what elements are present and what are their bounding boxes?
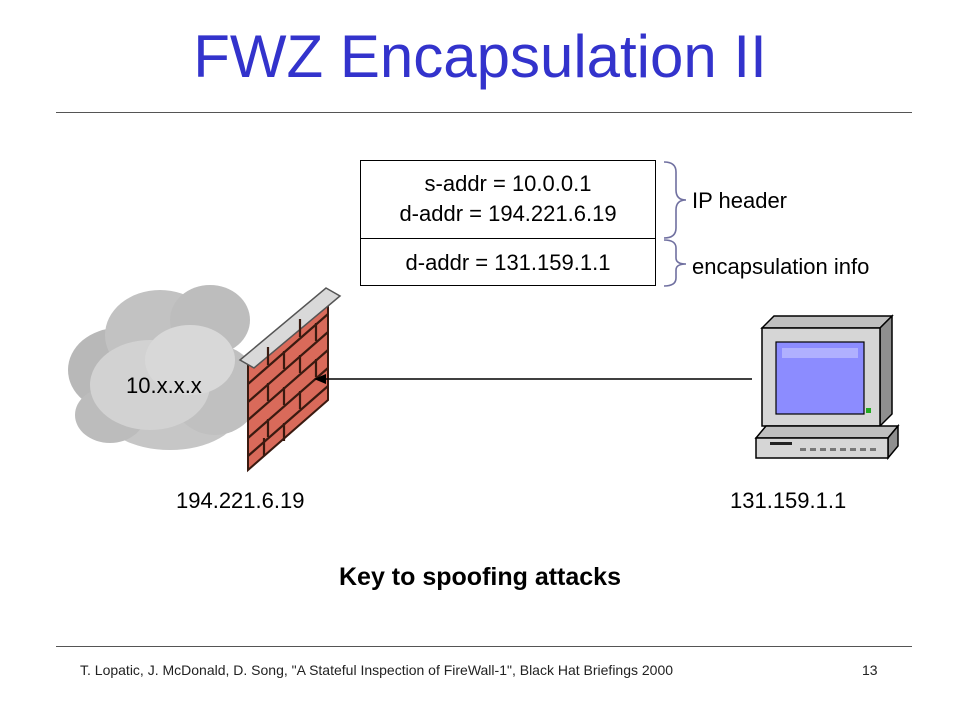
- ip-header-brace: [663, 161, 687, 239]
- host-address: 131.159.1.1: [730, 488, 847, 513]
- slide-title: FWZ Encapsulation II: [193, 23, 767, 90]
- destination-address-line: d-addr = 194.221.6.19: [399, 201, 617, 226]
- encapsulation-info-box: d-addr = 131.159.1.1: [405, 250, 611, 275]
- computer-icon: [754, 314, 900, 461]
- title-divider: [56, 112, 912, 113]
- encapsulation-brace: [663, 239, 687, 287]
- footer-citation: T. Lopatic, J. McDonald, D. Song, "A Sta…: [80, 662, 674, 678]
- internal-network-label: 10.x.x.x: [126, 373, 202, 398]
- page-number: 13: [862, 662, 878, 678]
- slide-caption: Key to spoofing attacks: [339, 563, 621, 591]
- internal-network-cloud: [68, 285, 260, 450]
- ip-header-label: IP header: [692, 188, 788, 213]
- traffic-arrow: [314, 374, 752, 384]
- firewall-icon: [238, 287, 342, 473]
- footer-divider: [56, 646, 912, 647]
- firewall-address: 194.221.6.19: [176, 488, 305, 513]
- ip-header-box: s-addr = 10.0.0.1 d-addr = 194.221.6.19: [361, 161, 655, 239]
- source-address-line: s-addr = 10.0.0.1: [424, 171, 592, 196]
- packet-diagram: s-addr = 10.0.0.1 d-addr = 194.221.6.19 …: [360, 160, 656, 286]
- encapsulation-info-label: encapsulation info: [692, 254, 870, 279]
